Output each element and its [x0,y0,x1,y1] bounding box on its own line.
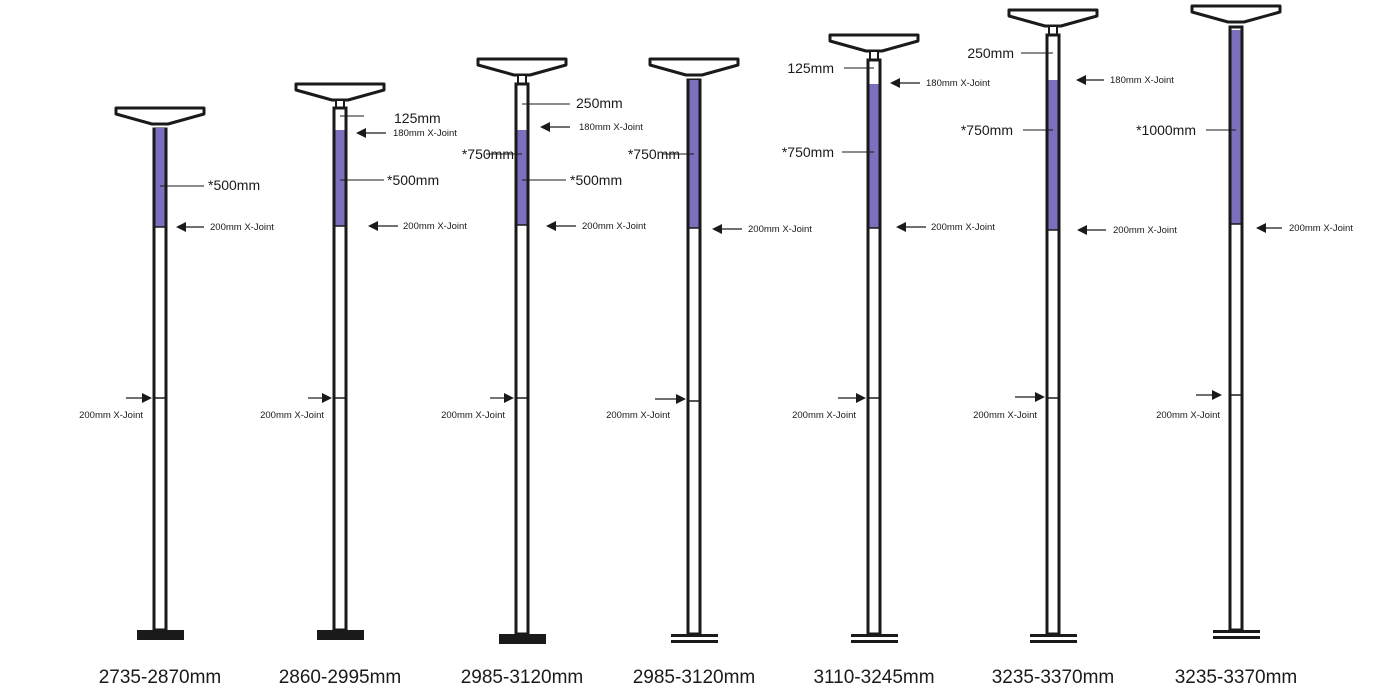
pole-7-annot-1-label: 200mm X-Joint [1289,223,1353,234]
pole-7-length-label: 3235-3370mm [1174,667,1298,688]
pole-5-annot-4-arrow-head [856,393,866,403]
pole-1-annot-0-label: *500mm [208,177,261,193]
pole-4-length-label: 2985-3120mm [632,667,756,688]
pole-4-base-top [671,634,718,637]
pole-1-annot-1-arrow-head [176,222,186,232]
pole-5-annot-1-label: 180mm X-Joint [926,78,990,89]
pole-6-annot-4-label: 200mm X-Joint [973,410,1037,421]
pole-5-annot-1-arrow-head [890,78,900,88]
pole-5-annot-4-label: 200mm X-Joint [792,410,856,421]
pole-2-annot-1-label: 180mm X-Joint [393,128,457,139]
pole-2-length-label: 2860-2995mm [278,667,402,688]
pole-2-annot-0-label: 125mm [394,110,441,126]
pole-4-top-cap [648,57,740,77]
pole-6-annot-3-label: 200mm X-Joint [1113,225,1177,236]
pole-2-top-cap [294,82,386,102]
pole-3-annot-4-label: 200mm X-Joint [582,221,646,232]
pole-6-annot-3-arrow-head [1077,225,1087,235]
pole-2-annot-1-arrow-head [356,128,366,138]
pole-4-annot-2-label: 200mm X-Joint [606,410,670,421]
pole-7-annot-2-arrow-head [1212,390,1222,400]
pole-3-annot-1-label: 180mm X-Joint [579,122,643,133]
pole-5-extension [869,84,879,228]
pole-6-annot-4-arrow-head [1035,392,1045,402]
pole-6-annot-1-label: 180mm X-Joint [1110,75,1174,86]
pole-2-annot-3-label: 200mm X-Joint [403,221,467,232]
pole-7-top-cap [1190,4,1282,24]
pole-4-annot-0-label: *750mm [627,146,680,162]
pole-2-annot-4-arrow-head [322,393,332,403]
pole-6-base-bottom [1030,640,1077,643]
pole-7-annot-0-label: *1000mm [1136,122,1196,138]
pole-4-base-bottom [671,640,718,643]
pole-5-annot-2-label: *750mm [781,144,834,160]
pole-1-annot-2-label: 200mm X-Joint [79,410,143,421]
pole-7-base-bottom [1213,636,1260,639]
pole-4-annot-1-label: 200mm X-Joint [748,224,812,235]
pole-3-top-cap [476,57,568,77]
pole-3-annot-4-arrow-head [546,221,556,231]
pole-5-annot-3-arrow-head [896,222,906,232]
pole-3-annot-0-label: 250mm [576,95,623,111]
pole-5-length-label: 3110-3245mm [813,667,935,688]
pole-5-top-cap [828,33,920,53]
pole-2-annot-2-label: *500mm [387,172,440,188]
pole-3-extension [517,130,527,225]
pole-7-extension [1231,30,1241,224]
pole-6-extension [1048,80,1058,230]
pole-6-length-label: 3235-3370mm [991,667,1115,688]
pole-6-base-top [1030,634,1077,637]
pole-2-annot-4-label: 200mm X-Joint [260,410,324,421]
pole-3-annot-5-arrow-head [504,393,514,403]
pole-6-annot-1-arrow-head [1076,75,1086,85]
pole-5-annot-0-label: 125mm [787,60,834,76]
pole-5-base-top [851,634,898,637]
pole-5-annot-3-label: 200mm X-Joint [931,222,995,233]
pole-2-base [317,630,364,640]
pole-2-annot-3-arrow-head [368,221,378,231]
pole-4-annot-2-arrow-head [676,394,686,404]
pole-7-base-top [1213,630,1260,633]
pole-1-top-cap [114,106,206,126]
pole-6-top-cap [1007,8,1099,28]
pole-2-extension [335,130,345,226]
pole-5-base-bottom [851,640,898,643]
pole-3-annot-2-label: *750mm [461,146,514,162]
pole-4-annot-1-arrow-head [712,224,722,234]
pole-1-extension [155,128,165,227]
pole-6-annot-0-label: 250mm [967,45,1014,61]
pole-1-length-label: 2735-2870mm [98,667,222,688]
pole-6-annot-2-label: *750mm [960,122,1013,138]
pole-3-base [499,634,546,644]
pole-3-annot-5-label: 200mm X-Joint [441,410,505,421]
pole-1-annot-1-label: 200mm X-Joint [210,222,274,233]
pole-3-length-label: 2985-3120mm [460,667,584,688]
pole-1-annot-2-arrow-head [142,393,152,403]
pole-3-annot-1-arrow-head [540,122,550,132]
pole-3-annot-3-label: *500mm [570,172,623,188]
pole-7-annot-1-arrow-head [1256,223,1266,233]
pole-7-annot-2-label: 200mm X-Joint [1156,410,1220,421]
pole-1-base [137,630,184,640]
